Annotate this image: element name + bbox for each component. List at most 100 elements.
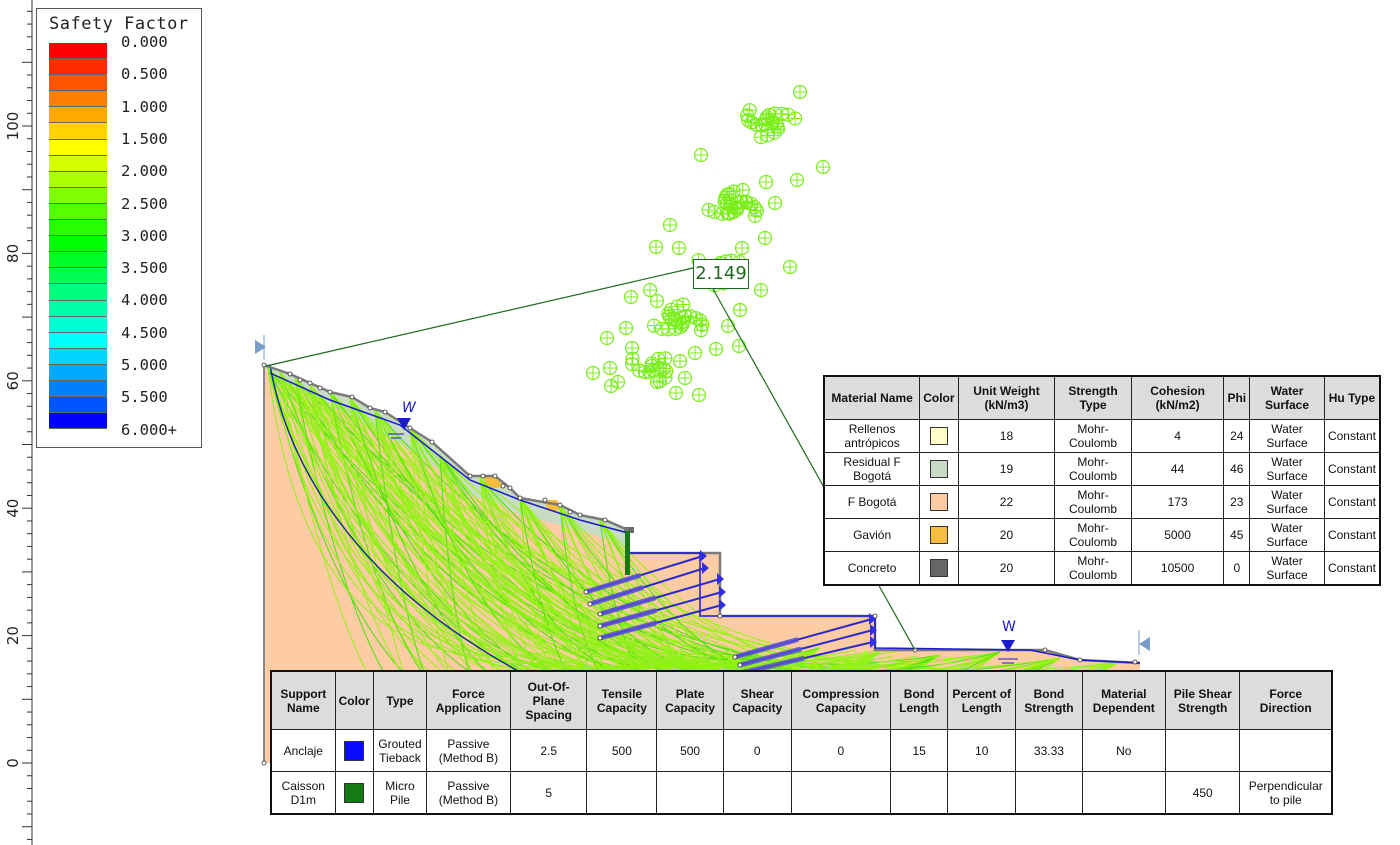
- support-material-dependent-cell: [1081, 771, 1167, 815]
- axis-tick-label: 100: [4, 112, 22, 141]
- legend-label: 6.000+: [121, 420, 177, 439]
- boundary-vertex: [407, 425, 413, 431]
- legend-swatch: [49, 59, 107, 76]
- tieback-anchors: [583, 550, 877, 675]
- support-header: Material Dependent: [1081, 670, 1167, 730]
- slip-surface: [279, 371, 598, 664]
- tieback-bond-length: [587, 585, 645, 607]
- slip-center-cross: [740, 195, 754, 209]
- anchor-plate: [719, 599, 726, 611]
- legend-label: 4.500: [121, 323, 168, 342]
- material-hu-type-cell: Constant: [1323, 518, 1381, 552]
- slip-center-cross: [688, 346, 702, 360]
- slip-center-cross: [721, 206, 735, 220]
- material-hu-type-cell: Constant: [1323, 551, 1381, 586]
- slip-surface: [559, 505, 679, 668]
- slip-center-cross: [788, 111, 802, 125]
- legend-label: 1.500: [121, 129, 168, 148]
- boundary-vertex: [567, 509, 573, 515]
- critical-radius-left: [265, 267, 694, 367]
- legend-label: 2.500: [121, 194, 168, 213]
- slip-center-cross: [783, 260, 797, 274]
- legend-swatch: [49, 123, 107, 140]
- material-name-cell: Residual F Bogotá: [823, 452, 921, 486]
- legend-swatch: [49, 348, 107, 365]
- support-header: Force Direction: [1239, 670, 1333, 730]
- axis-tick-label: 40: [4, 499, 22, 518]
- slip-center-cross: [754, 283, 768, 297]
- support-plate-cell: 500: [656, 729, 724, 772]
- slip-surface: [479, 477, 1001, 671]
- support-header: Color: [334, 670, 374, 730]
- slip-center-cross: [736, 183, 750, 197]
- legend-swatch: [49, 397, 107, 414]
- axis-tick-label: 60: [4, 371, 22, 390]
- caisson-pile: [625, 531, 630, 575]
- material-cohesion-cell: 173: [1130, 485, 1225, 519]
- slip-center-cross: [692, 388, 706, 402]
- anchor-end: [732, 654, 738, 660]
- support-header: Bond Length: [890, 670, 949, 730]
- mat-header-phi: Phi: [1223, 375, 1251, 420]
- legend-swatch: [49, 316, 107, 333]
- material-strength-type-cell: Mohr-Coulomb: [1054, 551, 1132, 586]
- slip-center-cross: [661, 322, 675, 336]
- material-phi-cell: 0: [1223, 551, 1251, 586]
- material-unit-weight-cell: 20: [957, 551, 1056, 586]
- legend-swatch: [49, 91, 107, 108]
- anchor-plate: [719, 586, 726, 598]
- boundary-vertex: [349, 394, 355, 400]
- boundary-vertex: [1042, 647, 1048, 653]
- support-shear-cell: 0: [722, 729, 792, 772]
- legend-swatch: [49, 413, 107, 430]
- slip-center-cross: [689, 311, 703, 325]
- legend-label: 5.500: [121, 388, 168, 407]
- support-tensile-cell: 500: [586, 729, 658, 772]
- water-label-1: W: [402, 400, 416, 416]
- critical-radius-right: [712, 288, 916, 651]
- support-header: Out-Of-Plane Spacing: [509, 670, 588, 730]
- axis-tick-label: 0: [4, 758, 22, 768]
- material-phi-cell: 45: [1223, 518, 1251, 552]
- slip-center-cross: [649, 240, 663, 254]
- material-name-cell: Rellenos antrópicos: [823, 419, 921, 453]
- legend-color-scale: [49, 43, 107, 430]
- legend-swatch: [49, 139, 107, 156]
- material-unit-weight-cell: 19: [957, 452, 1056, 486]
- slip-center-cross: [684, 309, 698, 323]
- slip-surface: [559, 505, 632, 661]
- legend-swatch: [49, 268, 107, 285]
- mat-header-unit-weight: Unit Weight (kN/m3): [957, 375, 1056, 420]
- left-boundary-marker: [255, 340, 266, 354]
- material-strength-type-cell: Mohr-Coulomb: [1054, 419, 1132, 453]
- axis-tick-label: 80: [4, 244, 22, 263]
- slip-surface: [519, 497, 640, 661]
- support-bond-strength-cell: 33.33: [1015, 729, 1083, 772]
- support-spacing-cell: 5: [509, 771, 588, 815]
- water-marker-2: [1001, 640, 1015, 652]
- slip-centers: [585, 84, 831, 403]
- legend-label: 0.500: [121, 65, 168, 84]
- support-force-direction-cell: Perpendicular to pile: [1239, 771, 1333, 815]
- support-force-application-cell: Passive (Method B): [425, 729, 511, 772]
- boundary-vertex: [1132, 659, 1138, 665]
- support-header: Type: [372, 670, 427, 730]
- material-water-surface-cell: Water Surface: [1249, 485, 1325, 519]
- support-header: Force Application: [425, 670, 511, 730]
- legend-swatch: [49, 300, 107, 317]
- anchor-end: [737, 662, 743, 668]
- material-color-swatch: [929, 493, 948, 511]
- slip-center-cross: [668, 313, 682, 327]
- material-table: Material Name Color Unit Weight (kN/m3) …: [823, 375, 1381, 586]
- material-unit-weight-cell: 22: [957, 485, 1056, 519]
- anchor-end: [597, 623, 603, 629]
- tieback-bond-length: [597, 608, 658, 629]
- slip-center-cross: [745, 116, 759, 130]
- legend-swatch: [49, 107, 107, 124]
- slip-center-cross: [600, 331, 614, 345]
- slip-center-cross: [694, 323, 708, 337]
- critical-slip-surface: [269, 364, 521, 673]
